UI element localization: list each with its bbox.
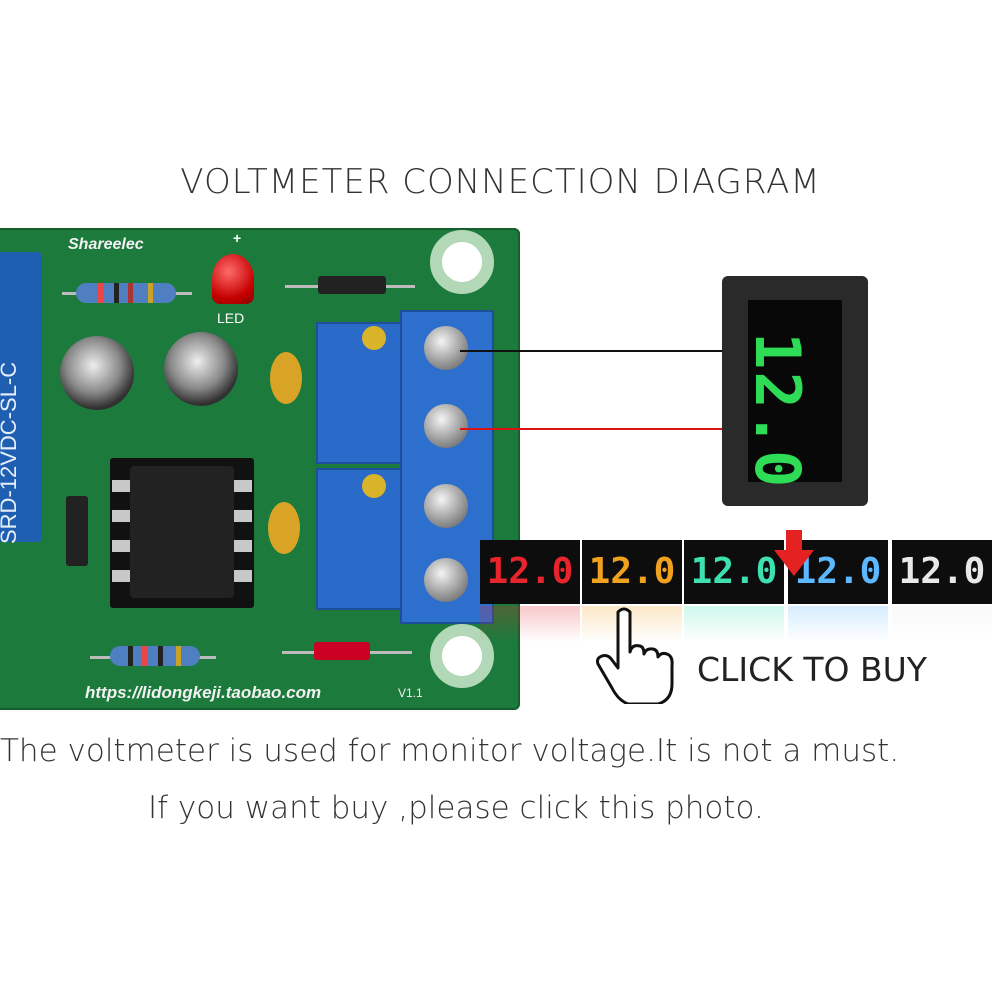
ic-pin	[234, 540, 252, 552]
display-sample-reading: 12.0	[690, 551, 778, 592]
ic-pin	[112, 570, 130, 582]
display-reflection	[788, 606, 888, 642]
display-sample[interactable]: 12.0	[892, 540, 992, 604]
description-line-1: The voltmeter is used for monitor voltag…	[0, 733, 900, 769]
resistor	[76, 283, 176, 303]
display-sample-reading: 12.0	[794, 551, 882, 592]
display-reflection	[684, 606, 784, 642]
display-sample-reading: 12.0	[898, 551, 986, 592]
board-url: https://lidongkeji.taobao.com	[85, 683, 322, 702]
display-sample[interactable]: 12.0	[582, 540, 682, 604]
display-sample[interactable]: 12.0	[788, 540, 888, 604]
terminal-screw	[424, 484, 468, 528]
led	[212, 254, 254, 304]
resistor	[110, 646, 200, 666]
potentiometer	[316, 322, 410, 464]
capacitor	[60, 336, 134, 410]
display-sample-reading: 12.0	[486, 551, 574, 592]
board-version: V1.1	[398, 686, 423, 700]
diode	[314, 642, 370, 660]
wire-negative	[460, 350, 722, 352]
terminal-screw	[424, 326, 468, 370]
diagram-title: VOLTMETER CONNECTION DIAGRAM	[180, 162, 821, 202]
voltmeter-reading: 12.0	[741, 332, 814, 490]
description-line-2: If you want buy ,please click this photo…	[148, 790, 764, 826]
display-sample-reading: 12.0	[588, 551, 676, 592]
ic-pin	[234, 570, 252, 582]
led-polarity: +	[233, 230, 242, 246]
capacitor	[164, 332, 238, 406]
relay-label: SRD-12VDC-SL-C	[0, 361, 21, 544]
ic-pin	[112, 540, 130, 552]
display-sample[interactable]: 12.0	[480, 540, 580, 604]
ceramic-capacitor	[270, 352, 302, 404]
ic-pin	[234, 480, 252, 492]
ic-pin	[112, 480, 130, 492]
display-reflection	[892, 606, 992, 642]
terminal-block	[400, 310, 494, 624]
potentiometer	[316, 468, 410, 610]
ic-chip	[130, 466, 234, 598]
wire-positive	[460, 428, 722, 430]
diode	[318, 276, 386, 294]
voltmeter[interactable]: 12.0	[722, 276, 868, 506]
mounting-hole	[430, 230, 494, 294]
led-label: LED	[217, 310, 245, 326]
terminal-screw	[424, 558, 468, 602]
click-to-buy-link[interactable]: CLICK TO BUY	[697, 650, 927, 689]
terminal-screw	[424, 404, 468, 448]
ceramic-capacitor	[268, 502, 300, 554]
relay: SRD-12VDC-SL-C	[0, 252, 42, 544]
pointing-hand-icon	[596, 607, 674, 704]
diode	[66, 496, 88, 566]
brand-logo-text: Shareelec	[68, 236, 144, 253]
pcb-board: SRD-12VDC-SL-C Shareelec + LED	[0, 228, 520, 710]
display-sample[interactable]: 12.0	[684, 540, 784, 604]
potentiometer-screw	[362, 474, 386, 498]
ic-pin	[234, 510, 252, 522]
potentiometer-screw	[362, 326, 386, 350]
ic-pin	[112, 510, 130, 522]
arrow-down-icon	[774, 530, 814, 576]
voltmeter-screen: 12.0	[741, 300, 842, 489]
display-reflection	[480, 606, 580, 642]
